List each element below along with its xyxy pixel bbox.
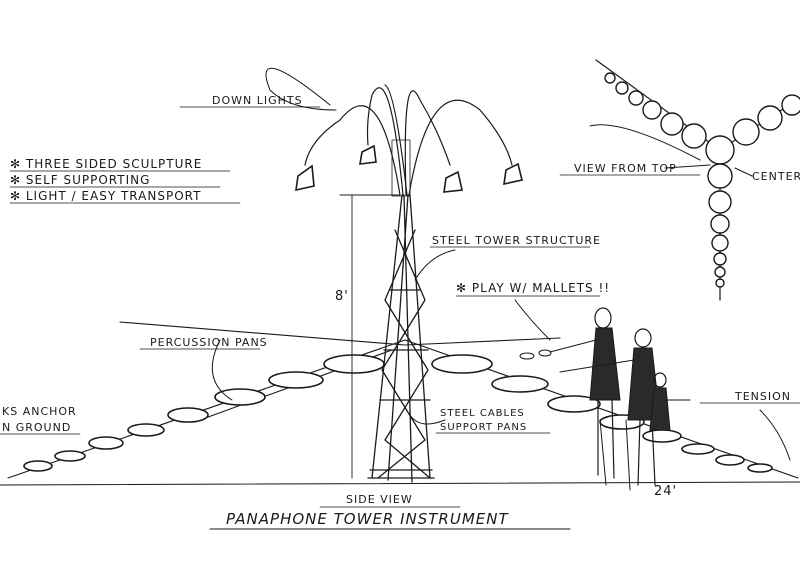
label-steel-tower: STEEL TOWER STRUCTURE [432, 234, 601, 247]
down-lights [295, 84, 523, 196]
leader-lines [211, 67, 791, 461]
label-anchor-line1: KS ANCHOR [2, 405, 77, 418]
top-view-center-ball [705, 135, 735, 165]
note-three-sided: ✻ THREE SIDED SCULPTURE [10, 157, 202, 171]
label-side-view: SIDE VIEW [346, 493, 413, 506]
steel-tower [367, 139, 435, 483]
drawing-title: PANAPHONE TOWER INSTRUMENT [226, 510, 509, 528]
notes-list: ✻ THREE SIDED SCULPTURE ✻ SELF SUPPORTIN… [9, 157, 241, 204]
label-height: 8' [335, 289, 349, 304]
percussion-pans-right [431, 354, 773, 473]
label-play-mallets: ✻ PLAY W/ MALLETS !! [456, 281, 610, 295]
note-light-transport: ✻ LIGHT / EASY TRANSPORT [10, 189, 201, 203]
label-view-from-top: VIEW FROM TOP [574, 162, 677, 175]
people-figures [519, 307, 691, 491]
label-center: CENTER [752, 170, 800, 183]
percussion-pans-left [23, 354, 385, 472]
label-tension: TENSION [734, 390, 791, 403]
top-view-drawing [589, 59, 800, 301]
label-down-lights: DOWN LIGHTS [212, 94, 303, 107]
label-percussion-pans: PERCUSSION PANS [150, 336, 268, 349]
label-steel-cables-line1: STEEL CABLES [440, 408, 525, 419]
label-width: 24' [654, 484, 677, 499]
label-anchor-line2: N GROUND [2, 421, 71, 434]
note-self-supporting: ✻ SELF SUPPORTING [10, 173, 150, 187]
height-dimension [339, 194, 401, 479]
label-steel-cables-line2: SUPPORT PANS [440, 422, 527, 433]
ground-line [0, 481, 800, 486]
